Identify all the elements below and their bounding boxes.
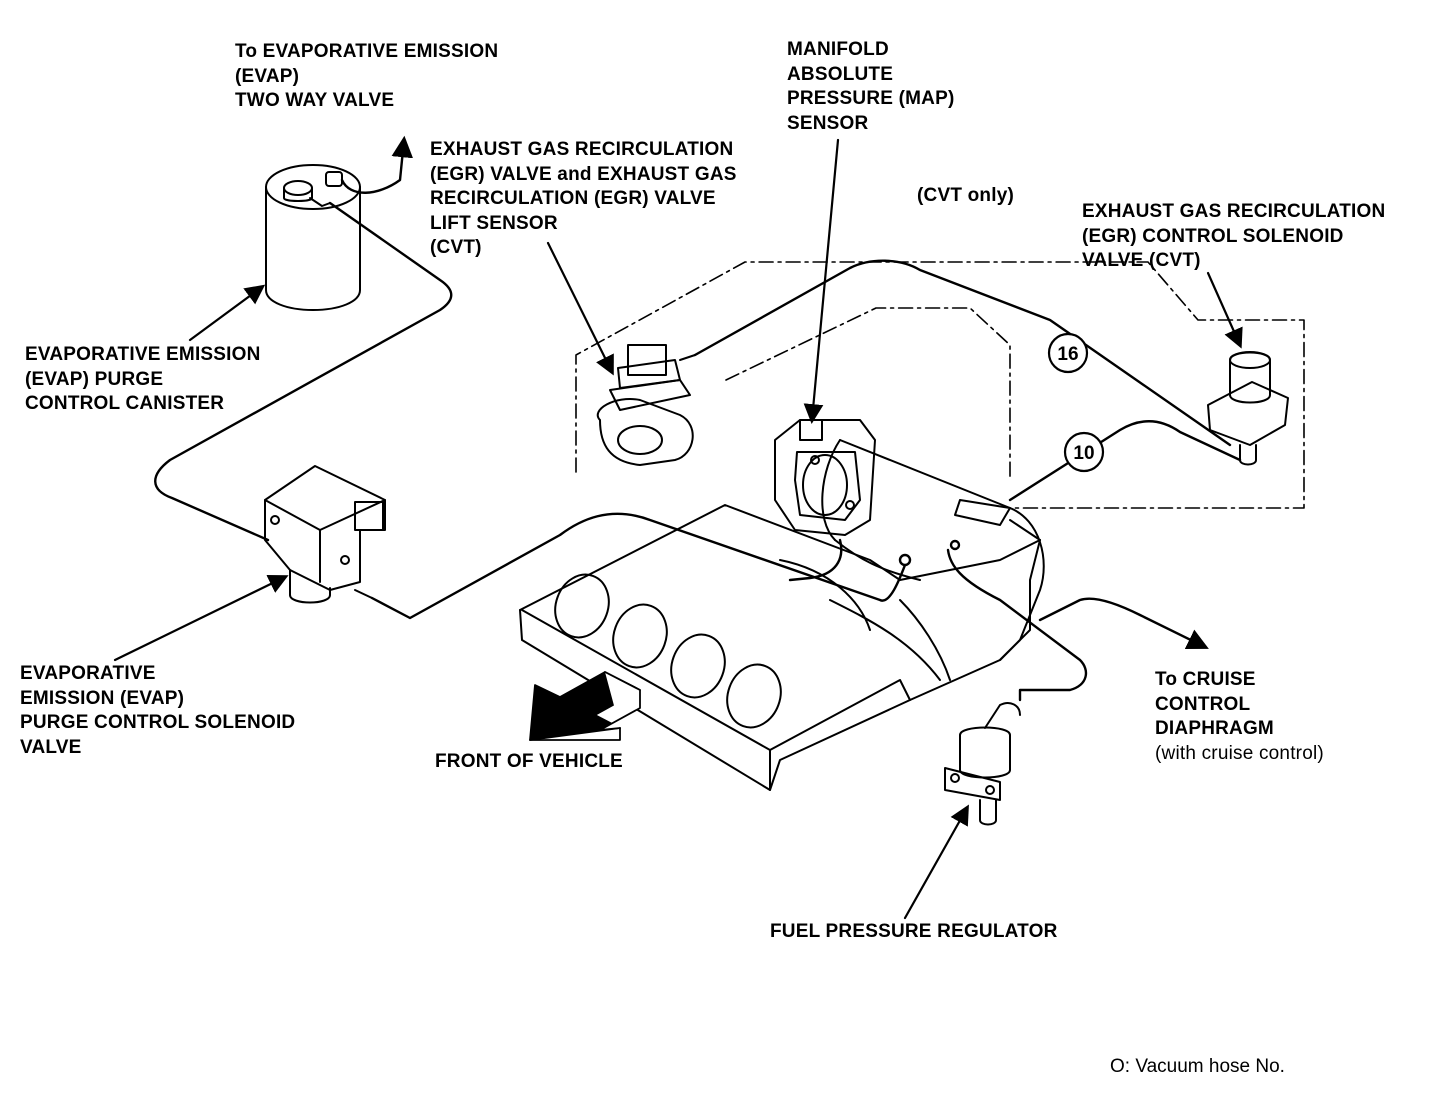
- leader-arrows: [113, 138, 1243, 920]
- map-sensor: [799, 419, 823, 441]
- intake-runner-1: [554, 573, 610, 639]
- egr-solenoid-leader-arrow: [1206, 271, 1243, 349]
- label-egr-control-solenoid: EXHAUST GAS RECIRCULATION (EGR) CONTROL …: [1082, 201, 1386, 271]
- hose-manifold-to-map: [788, 538, 843, 582]
- intake-runner-3: [670, 633, 726, 699]
- hose-canister-to-two-way-valve: [340, 135, 414, 194]
- map-sensor-leader-arrow: [803, 138, 840, 424]
- legend-symbol: O: [1110, 1056, 1125, 1077]
- egr-valve-leader-arrow: [546, 241, 614, 376]
- cvt-only-boundary: [575, 261, 1305, 509]
- egr-valve: [596, 344, 696, 466]
- hose-to-cruise-diaphragm: [946, 548, 1088, 702]
- front-of-vehicle-arrow: [529, 671, 641, 741]
- hose-number-16-text: 16: [1057, 344, 1078, 365]
- hose-purge-solenoid-to-manifold: [370, 512, 907, 620]
- label-cruise-diaphragm: To CRUISE CONTROL DIAPHRAGM (with cruise…: [1155, 668, 1324, 766]
- legend-text: : Vacuum hose No.: [1124, 1056, 1285, 1077]
- label-evap-purge-solenoid: EVAPORATIVE EMISSION (EVAP) PURGE CONTRO…: [20, 663, 296, 758]
- label-evap-two-way-valve: To EVAPORATIVE EMISSION (EVAP) TWO WAY V…: [235, 41, 499, 111]
- label-evap-canister: EVAPORATIVE EMISSION (EVAP) PURGE CONTRO…: [25, 344, 261, 414]
- hose-canister-to-purge-solenoid: [154, 201, 453, 542]
- hose-cruise-arrow: [1038, 597, 1209, 650]
- intake-manifold: [519, 439, 1045, 791]
- hose-egr-solenoid-to-manifold: [1008, 420, 1242, 502]
- fuel-regulator-leader-arrow: [903, 804, 969, 920]
- purge-solenoid-leader-arrow: [113, 575, 289, 662]
- label-map-sensor: MANIFOLD ABSOLUTE PRESSURE (MAP) SENSOR: [787, 39, 955, 134]
- hose-number-10-text: 10: [1073, 443, 1094, 464]
- intake-runner-2: [612, 603, 668, 669]
- hose-number-16: 16: [1047, 332, 1089, 374]
- label-fuel-pressure-regulator: FUEL PRESSURE REGULATOR: [770, 921, 1058, 942]
- evap-purge-solenoid: [264, 465, 386, 604]
- fuel-pressure-regulator: [944, 702, 1021, 826]
- label-egr-valve: EXHAUST GAS RECIRCULATION (EGR) VALVE an…: [430, 139, 737, 258]
- hose-egr-valve-to-solenoid: [693, 259, 1232, 447]
- label-cruise-note: (with cruise control): [1155, 742, 1324, 764]
- label-cvt-only: (CVT only): [917, 185, 1014, 206]
- label-front-of-vehicle: FRONT OF VEHICLE: [435, 751, 623, 772]
- intake-runner-4: [726, 663, 782, 729]
- egr-control-solenoid: [1207, 351, 1289, 466]
- canister-leader-arrow: [188, 284, 266, 342]
- vacuum-hoses: [154, 135, 1242, 702]
- hose-number-10: 10: [1063, 431, 1105, 473]
- legend: O: Vacuum hose No.: [1110, 1056, 1285, 1078]
